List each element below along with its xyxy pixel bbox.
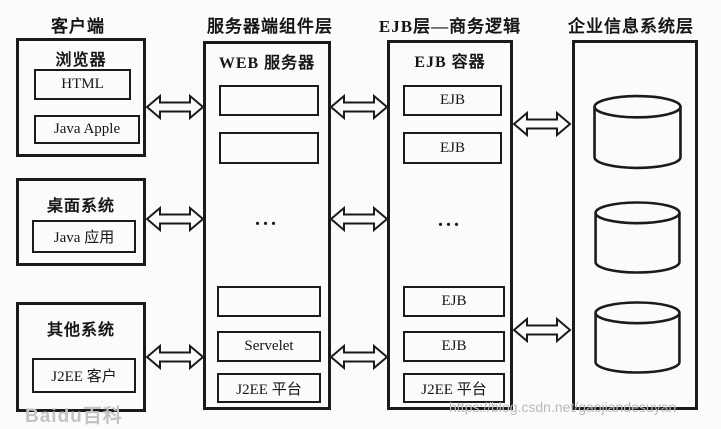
bidirectional-arrow-icon <box>145 94 205 120</box>
j2ee-platform-box: J2EE 平台 <box>217 373 321 403</box>
j2ee-client-box: J2EE 客户 <box>32 358 136 393</box>
desktop-group-label: 桌面系统 <box>46 198 115 215</box>
ejb-box: EJB <box>403 132 502 164</box>
java-app-box: Java 应用 <box>32 220 136 253</box>
browser-group-box: 浏览器 HTML Java Apple <box>16 38 146 157</box>
ejb-layer-title: EJB层—商务逻辑 <box>378 17 522 36</box>
web-server-container-box: WEB 服务器 ... Servelet J2EE 平台 <box>203 41 331 410</box>
ejb-ellipsis: ... <box>438 209 462 231</box>
web-component-box <box>219 132 319 164</box>
database-cylinder-icon <box>593 94 682 170</box>
ejb-container-label: EJB 容器 <box>414 54 486 71</box>
bidirectional-arrow-icon <box>145 206 205 232</box>
database-cylinder-icon <box>594 201 681 274</box>
ejb-container-box: EJB 容器 EJB EJB ... EJB EJB J2EE 平台 <box>387 40 513 410</box>
servlet-box: Servelet <box>217 331 321 362</box>
ejb-box: EJB <box>403 331 505 362</box>
other-systems-group-box: 其他系统 J2EE 客户 <box>16 302 146 412</box>
web-ellipsis: ... <box>255 208 279 230</box>
java-applet-box: Java Apple <box>34 115 140 144</box>
server-component-layer-title: 服务器端组件层 <box>207 17 333 36</box>
bidirectional-arrow-icon <box>145 344 205 370</box>
web-server-label: WEB 服务器 <box>218 55 316 72</box>
j2ee-platform-box: J2EE 平台 <box>403 373 505 403</box>
eis-layer-title: 企业信息系统层 <box>568 17 694 36</box>
web-component-box <box>217 286 321 317</box>
ejb-box: EJB <box>403 286 505 317</box>
client-layer-title: 客户端 <box>51 17 105 36</box>
desktop-group-box: 桌面系统 Java 应用 <box>16 178 146 266</box>
web-component-box <box>219 85 319 116</box>
bidirectional-arrow-icon <box>329 344 389 370</box>
database-cylinder-icon <box>594 301 681 374</box>
browser-group-label: 浏览器 <box>55 52 107 69</box>
bidirectional-arrow-icon <box>329 94 389 120</box>
other-systems-group-label: 其他系统 <box>46 322 115 339</box>
ejb-box: EJB <box>403 85 502 116</box>
bidirectional-arrow-icon <box>512 111 572 137</box>
bidirectional-arrow-icon <box>512 317 572 343</box>
bidirectional-arrow-icon <box>329 206 389 232</box>
html-box: HTML <box>34 69 131 100</box>
eis-container-box <box>572 40 698 410</box>
